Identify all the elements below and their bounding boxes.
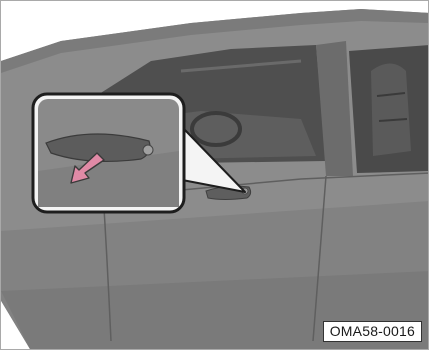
figure-code-label: OMA58-0016	[323, 321, 422, 342]
callout-zoom	[33, 94, 184, 212]
rear-window	[349, 45, 429, 173]
